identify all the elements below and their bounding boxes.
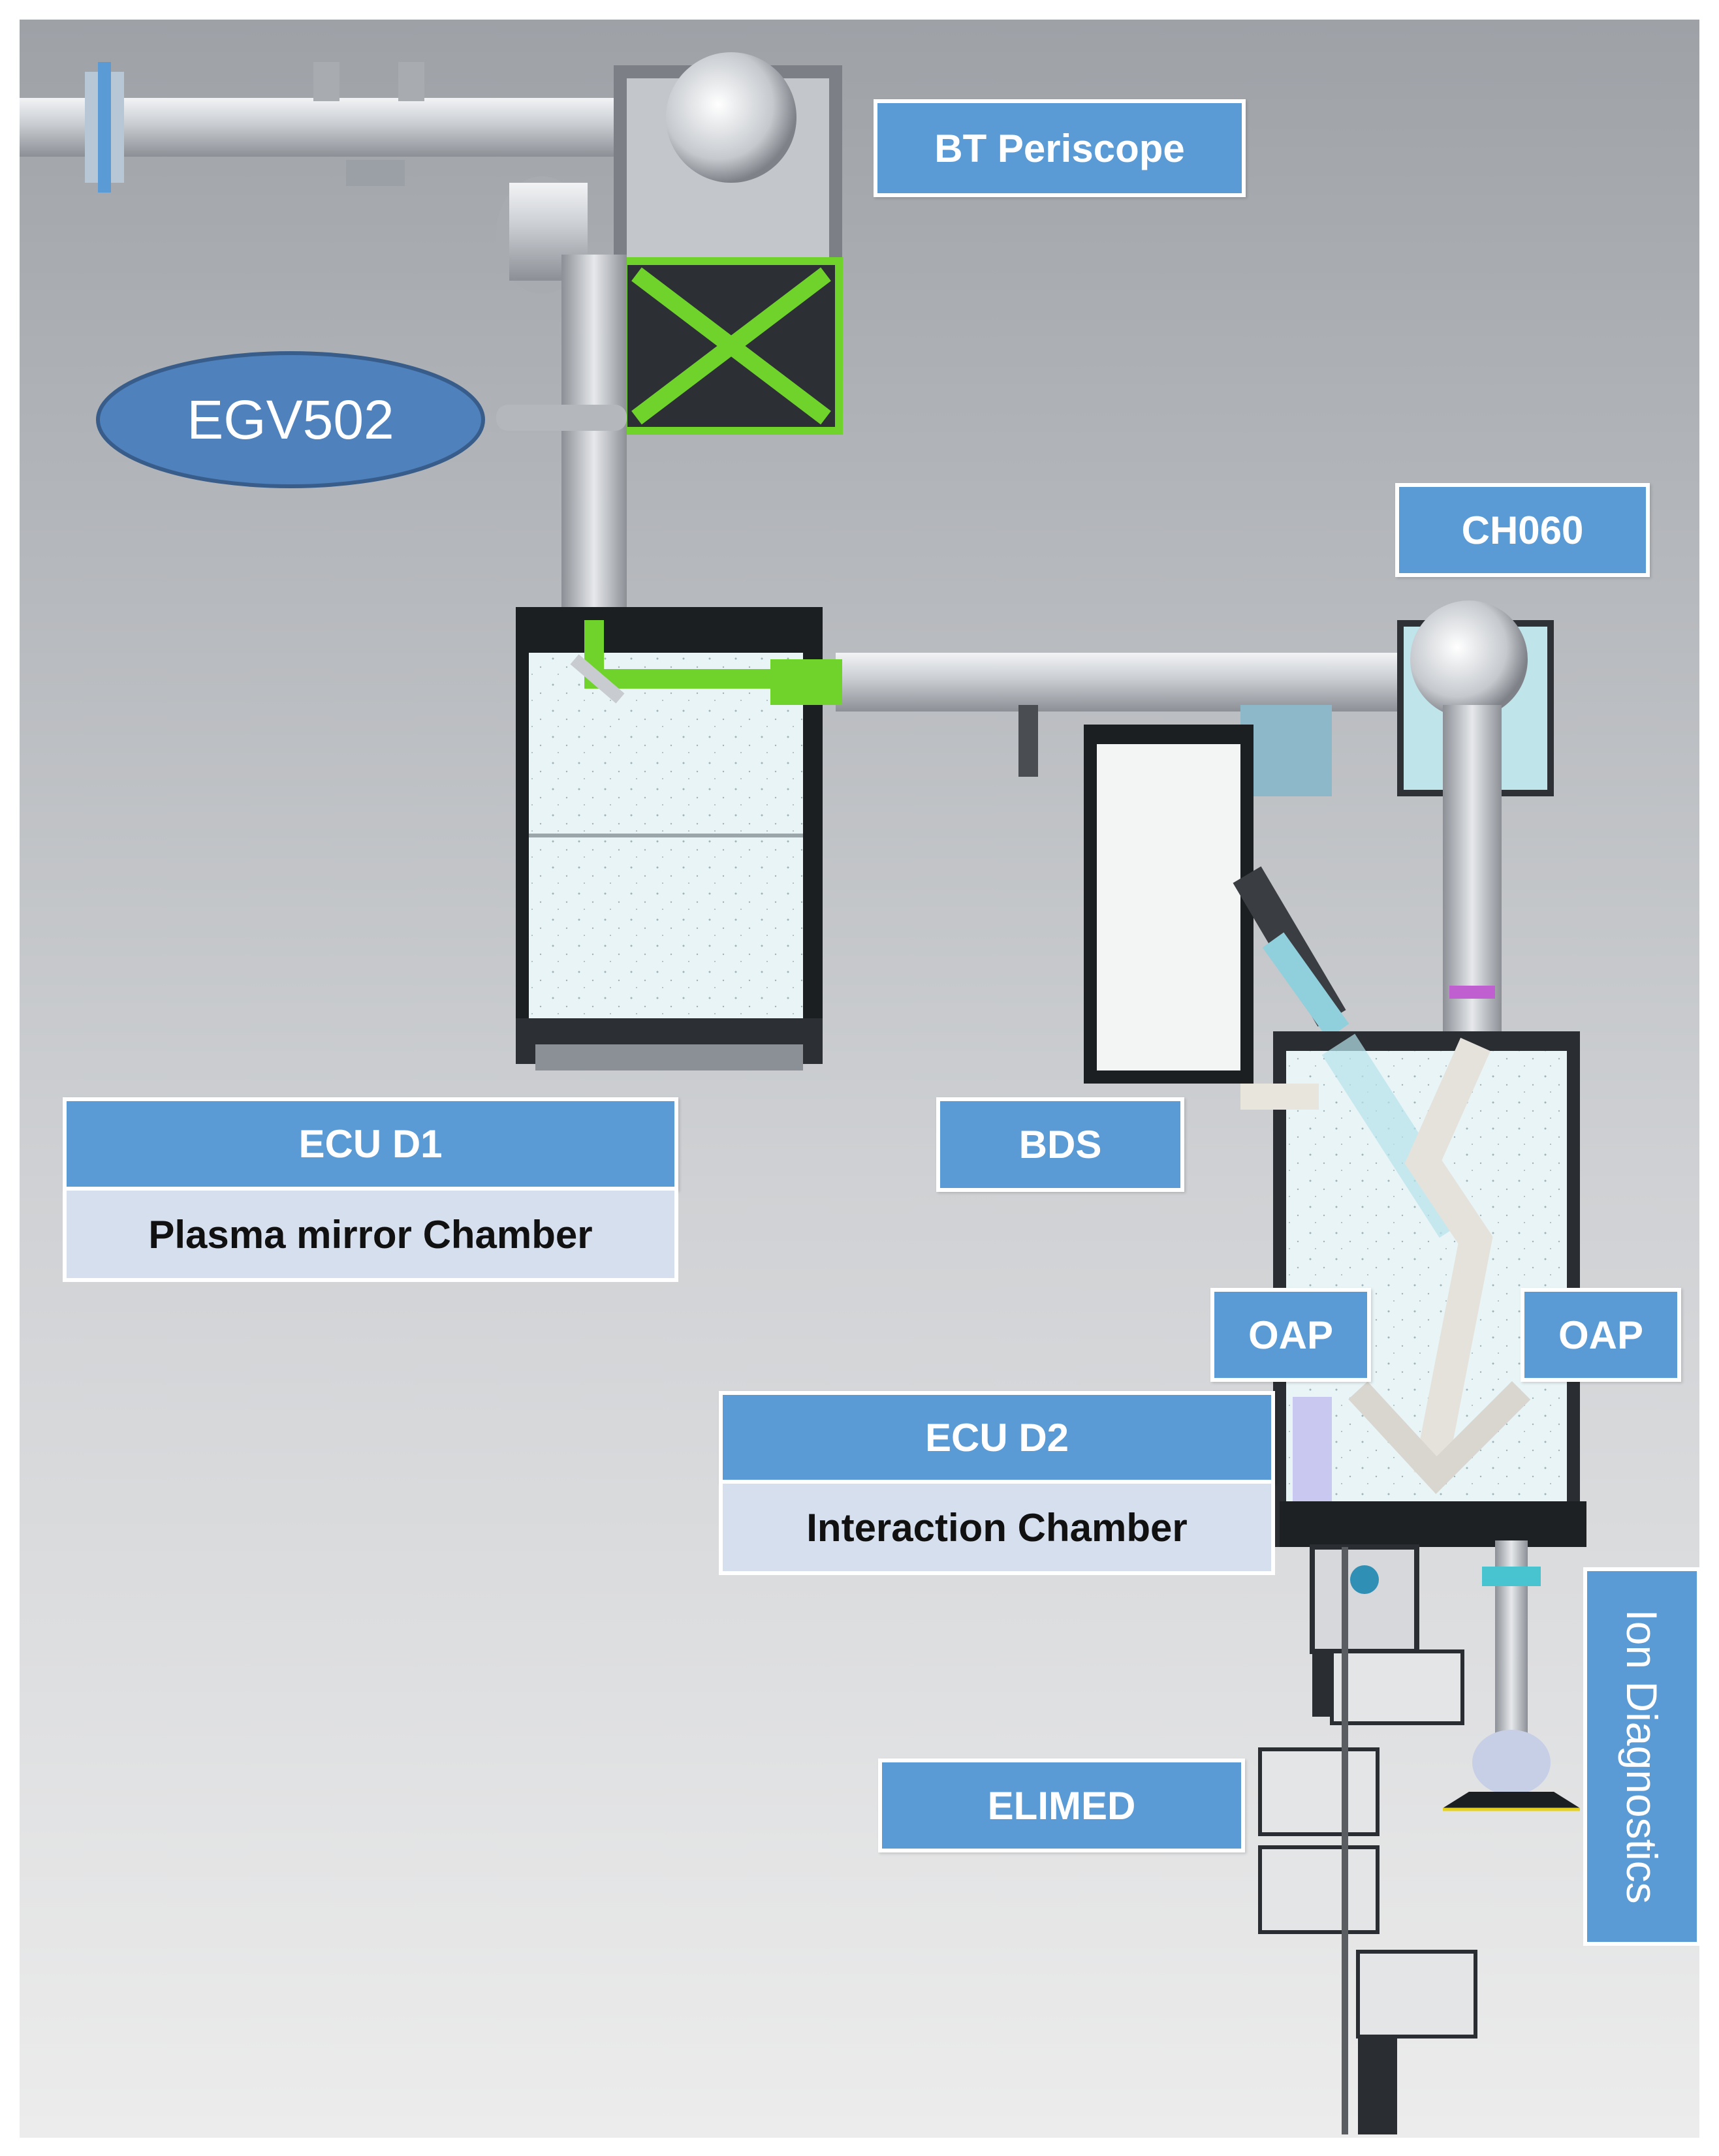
oap-right-label: OAP bbox=[1521, 1288, 1681, 1382]
egv502-vertical-pipe bbox=[496, 255, 627, 620]
ion-diagnostics-label: Ion Diagnostics bbox=[1583, 1567, 1701, 1946]
elimed-equipment bbox=[1258, 1544, 1477, 2134]
bds-label: BDS bbox=[936, 1097, 1184, 1192]
ion-diagnostics-equipment bbox=[1443, 1540, 1580, 1811]
ecu-d2-label: ECU D2 bbox=[719, 1391, 1275, 1484]
bds-equipment bbox=[1084, 725, 1349, 1084]
elimed-label: ELIMED bbox=[878, 1758, 1245, 1852]
egv502-ellipse bbox=[96, 351, 485, 488]
ch060-equipment bbox=[1397, 601, 1554, 1031]
plasma-mirror-chamber-label: Plasma mirror Chamber bbox=[63, 1187, 678, 1282]
ch060-beamline bbox=[770, 653, 1436, 796]
ecu-d1-label: ECU D1 bbox=[63, 1097, 678, 1191]
ch060-label: CH060 bbox=[1395, 483, 1650, 577]
bt-periscope-beamline bbox=[20, 62, 672, 193]
ion-diagnostics-text: Ion Diagnostics bbox=[1618, 1609, 1666, 1904]
bt-periscope-label: BT Periscope bbox=[874, 99, 1246, 197]
interaction-chamber-label: Interaction Chamber bbox=[719, 1480, 1275, 1575]
oap-left-label: OAP bbox=[1210, 1288, 1371, 1382]
bt-periscope-equipment bbox=[496, 52, 843, 435]
egv502-label: EGV502 bbox=[187, 388, 394, 450]
